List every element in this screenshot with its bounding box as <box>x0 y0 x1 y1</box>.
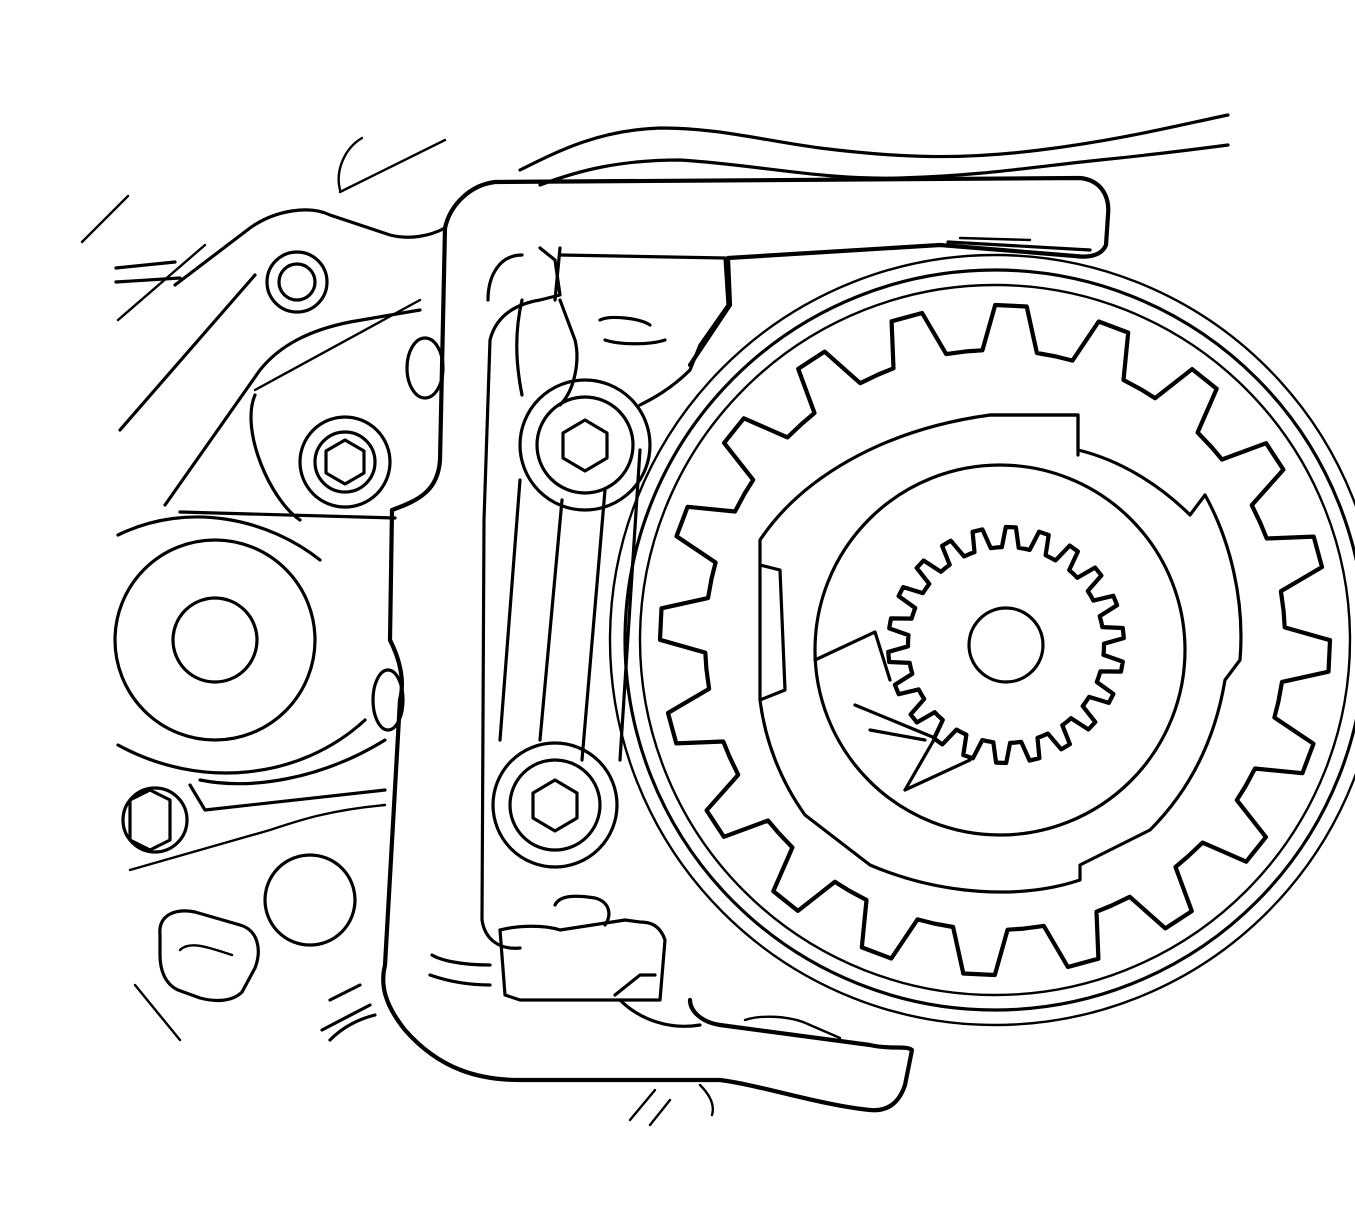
engine-housing <box>80 136 714 1127</box>
idler-pulley <box>113 515 387 812</box>
camshaft-sprocket <box>657 302 1333 978</box>
timing-belt <box>518 113 1355 1027</box>
tool-bolt-lower <box>491 741 619 869</box>
housing-bolts <box>121 250 445 1003</box>
inner-hub <box>758 413 1243 894</box>
center-bore <box>967 606 1045 684</box>
tool-bolt-upper <box>518 378 652 512</box>
holding-tool-bracket <box>381 175 1111 1113</box>
small-splined-gear <box>886 524 1126 766</box>
tool-plate <box>498 253 730 1002</box>
